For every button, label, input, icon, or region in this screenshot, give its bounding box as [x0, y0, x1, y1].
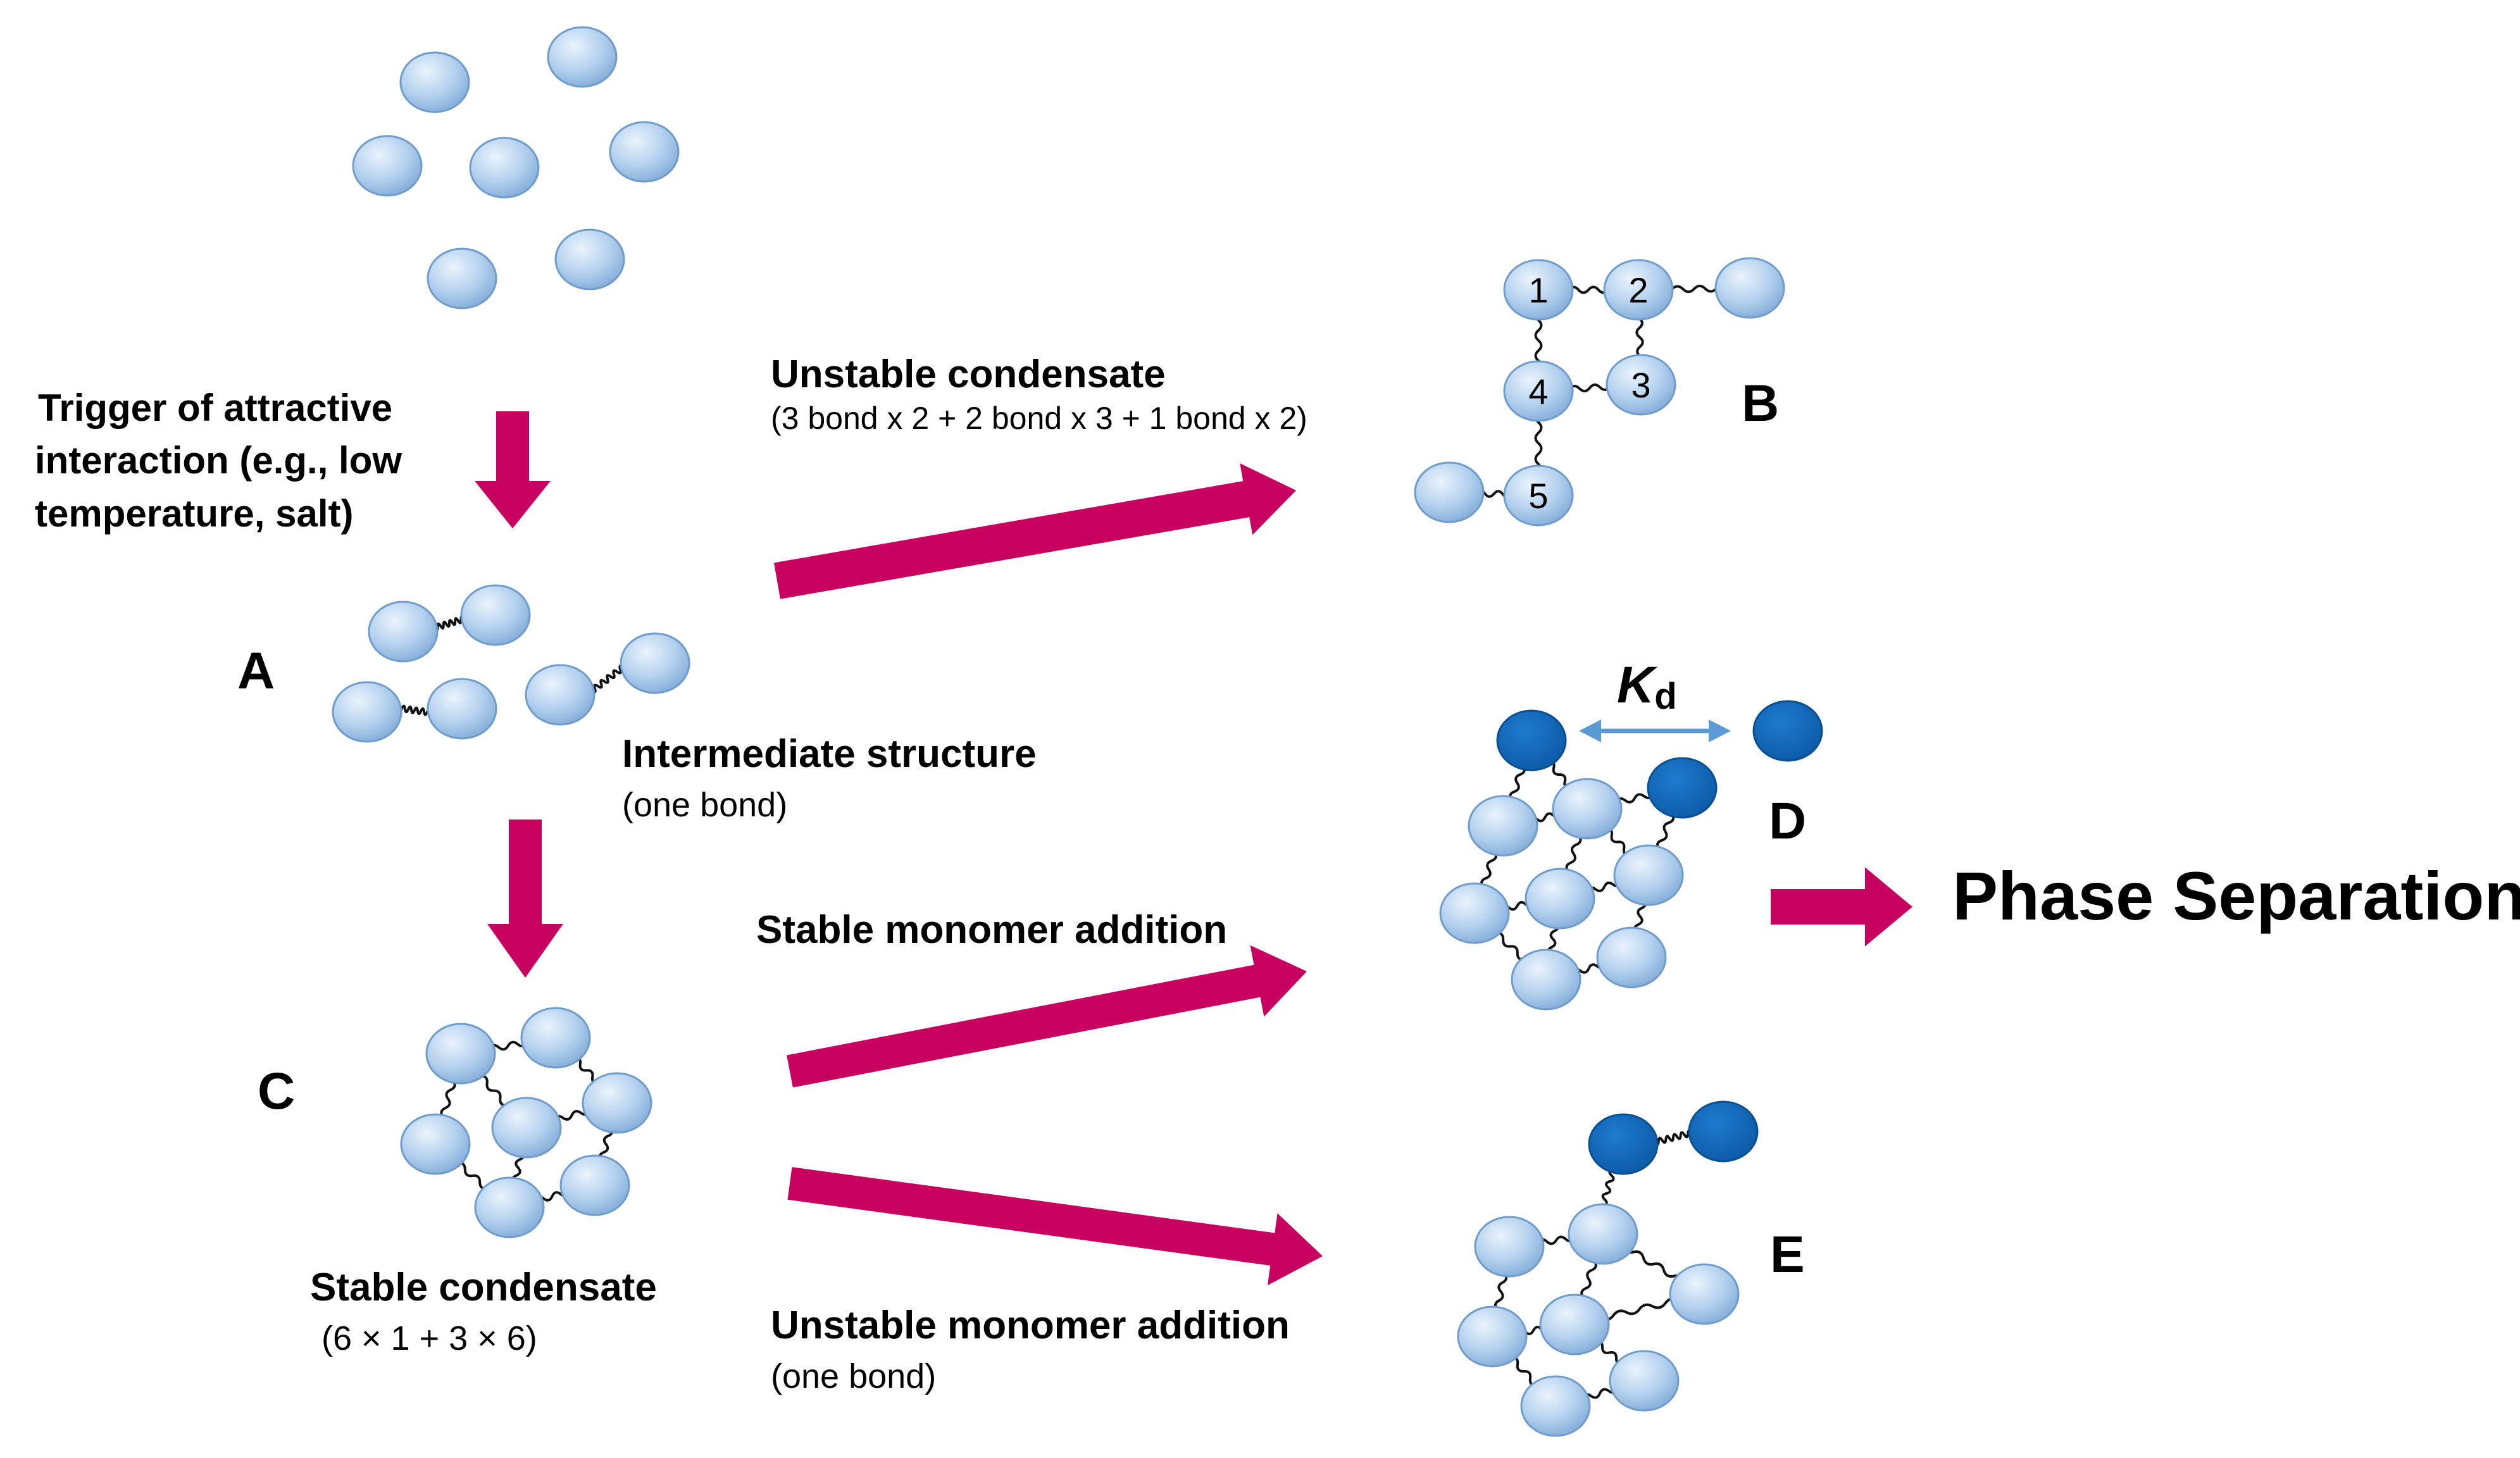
condensate-c-monomer: [491, 1097, 562, 1159]
condensate-e-monomer: [1474, 1216, 1545, 1278]
free-monomer: [469, 137, 540, 199]
arrow-to-unstable-monomer-addition: [787, 1167, 1323, 1286]
free-monomer: [352, 135, 423, 197]
free-monomer: [399, 51, 470, 113]
node-number-4: 4: [1528, 371, 1548, 411]
condensate-e-monomer: [1457, 1305, 1528, 1368]
process-arrows: [475, 411, 1912, 1286]
condensate-d-monomer: [1596, 926, 1667, 988]
stable-condensate-title: Stable condensate: [310, 1266, 657, 1309]
monomers: [332, 26, 1823, 1437]
intermediate-structure-title: Intermediate structure: [622, 732, 1037, 776]
arrow-to-unstable-condensate: [774, 463, 1296, 599]
kd-k: K: [1617, 656, 1658, 714]
condensate-e-monomer-dark: [1588, 1113, 1659, 1175]
condensate-d-monomer: [1525, 868, 1595, 930]
condensate-d-monomer: [1468, 795, 1538, 857]
condensate-d-monomer: [1552, 778, 1623, 840]
trigger-line-2: interaction (e.g., low: [35, 439, 402, 482]
dimer-monomer: [427, 678, 497, 740]
label-C: C: [258, 1062, 295, 1120]
condensate-e-monomer-dark: [1688, 1100, 1759, 1162]
condensate-e-monomer: [1520, 1375, 1591, 1437]
label-A: A: [237, 642, 275, 700]
kd-symbol: Kd: [1617, 656, 1677, 717]
condensate-c-monomer: [400, 1113, 471, 1175]
condensate-e-monomer: [1568, 1203, 1638, 1265]
intermediate-structure-detail: (one bond): [622, 786, 787, 824]
label-E: E: [1770, 1226, 1805, 1283]
condensate-b-monomer: [1606, 354, 1676, 416]
condensate-e-dimer-bond: [1654, 1129, 1693, 1146]
free-monomer: [427, 247, 497, 309]
arrow-intermediate-to-stable: [487, 819, 563, 978]
node-number-5: 5: [1528, 476, 1548, 516]
dimer-monomer: [460, 584, 531, 646]
free-monomer: [547, 26, 618, 88]
unstable-monomer-addition-detail: (one bond): [771, 1357, 936, 1395]
condensate-d-monomer-dark: [1647, 757, 1718, 819]
condensate-d-monomer-dark: [1496, 709, 1567, 771]
condensate-e-monomer: [1609, 1350, 1680, 1412]
label-D: D: [1769, 792, 1806, 850]
arrow-to-stable-monomer-addition: [787, 945, 1307, 1088]
dimer-bond: [434, 615, 465, 632]
unstable-condensate-title: Unstable condensate: [771, 352, 1166, 396]
condensate-b-monomer: [1603, 259, 1674, 321]
arrow-trigger-down: [475, 411, 551, 528]
dimer-monomer: [332, 681, 402, 743]
condensate-e-monomer: [1669, 1263, 1740, 1325]
condensate-c-monomer: [582, 1072, 652, 1134]
condensate-b-monomer: [1503, 464, 1574, 526]
dimer-monomer: [368, 601, 439, 663]
condensate-d-monomer: [1613, 844, 1684, 906]
node-number-3: 3: [1631, 365, 1650, 405]
unstable-condensate-detail: (3 bond x 2 + 2 bond x 3 + 1 bond x 2): [771, 401, 1307, 436]
stable-condensate-detail: (6 × 1 + 3 × 6): [321, 1319, 537, 1357]
condensate-c-monomer: [474, 1176, 545, 1238]
node-number-2: 2: [1628, 270, 1648, 310]
arrow-to-phase-separation: [1771, 867, 1912, 947]
label-B: B: [1742, 375, 1779, 432]
dimer-monomer: [620, 632, 690, 694]
node-number-1: 1: [1528, 270, 1548, 310]
free-monomer: [609, 121, 680, 183]
kd-subscript: d: [1654, 676, 1676, 717]
phase-separation-label: Phase Separation: [1952, 857, 2520, 934]
trigger-line-3: temperature, salt): [35, 492, 354, 535]
stable-monomer-addition-title: Stable monomer addition: [756, 908, 1227, 952]
free-monomer: [554, 228, 625, 290]
trigger-line-1: Trigger of attractive: [38, 387, 392, 429]
unstable-monomer-addition-title: Unstable monomer addition: [771, 1304, 1290, 1347]
condensate-b-monomer: [1503, 360, 1574, 422]
condensate-b-monomer: [1414, 461, 1485, 523]
kd-equilibrium-arrow: [1579, 720, 1731, 742]
dimer-bond: [590, 664, 625, 694]
condensate-c-monomer: [520, 1007, 591, 1069]
condensate-d-monomer: [1439, 882, 1510, 944]
node-number-labels: 1 2 3 4 5: [1528, 270, 1650, 516]
condensate-d-monomer: [1511, 949, 1581, 1011]
condensate-e-monomer: [1539, 1293, 1610, 1355]
bond-springs: [397, 284, 1751, 1409]
dimer-monomer: [525, 664, 596, 726]
free-dark-monomer: [1752, 700, 1823, 762]
condensate-c-monomer: [559, 1154, 630, 1216]
dimer-bond: [397, 704, 432, 716]
condensate-b-monomer: [1714, 257, 1785, 319]
condensate-b-monomer: [1503, 259, 1574, 321]
condensate-c-monomer: [425, 1023, 496, 1085]
